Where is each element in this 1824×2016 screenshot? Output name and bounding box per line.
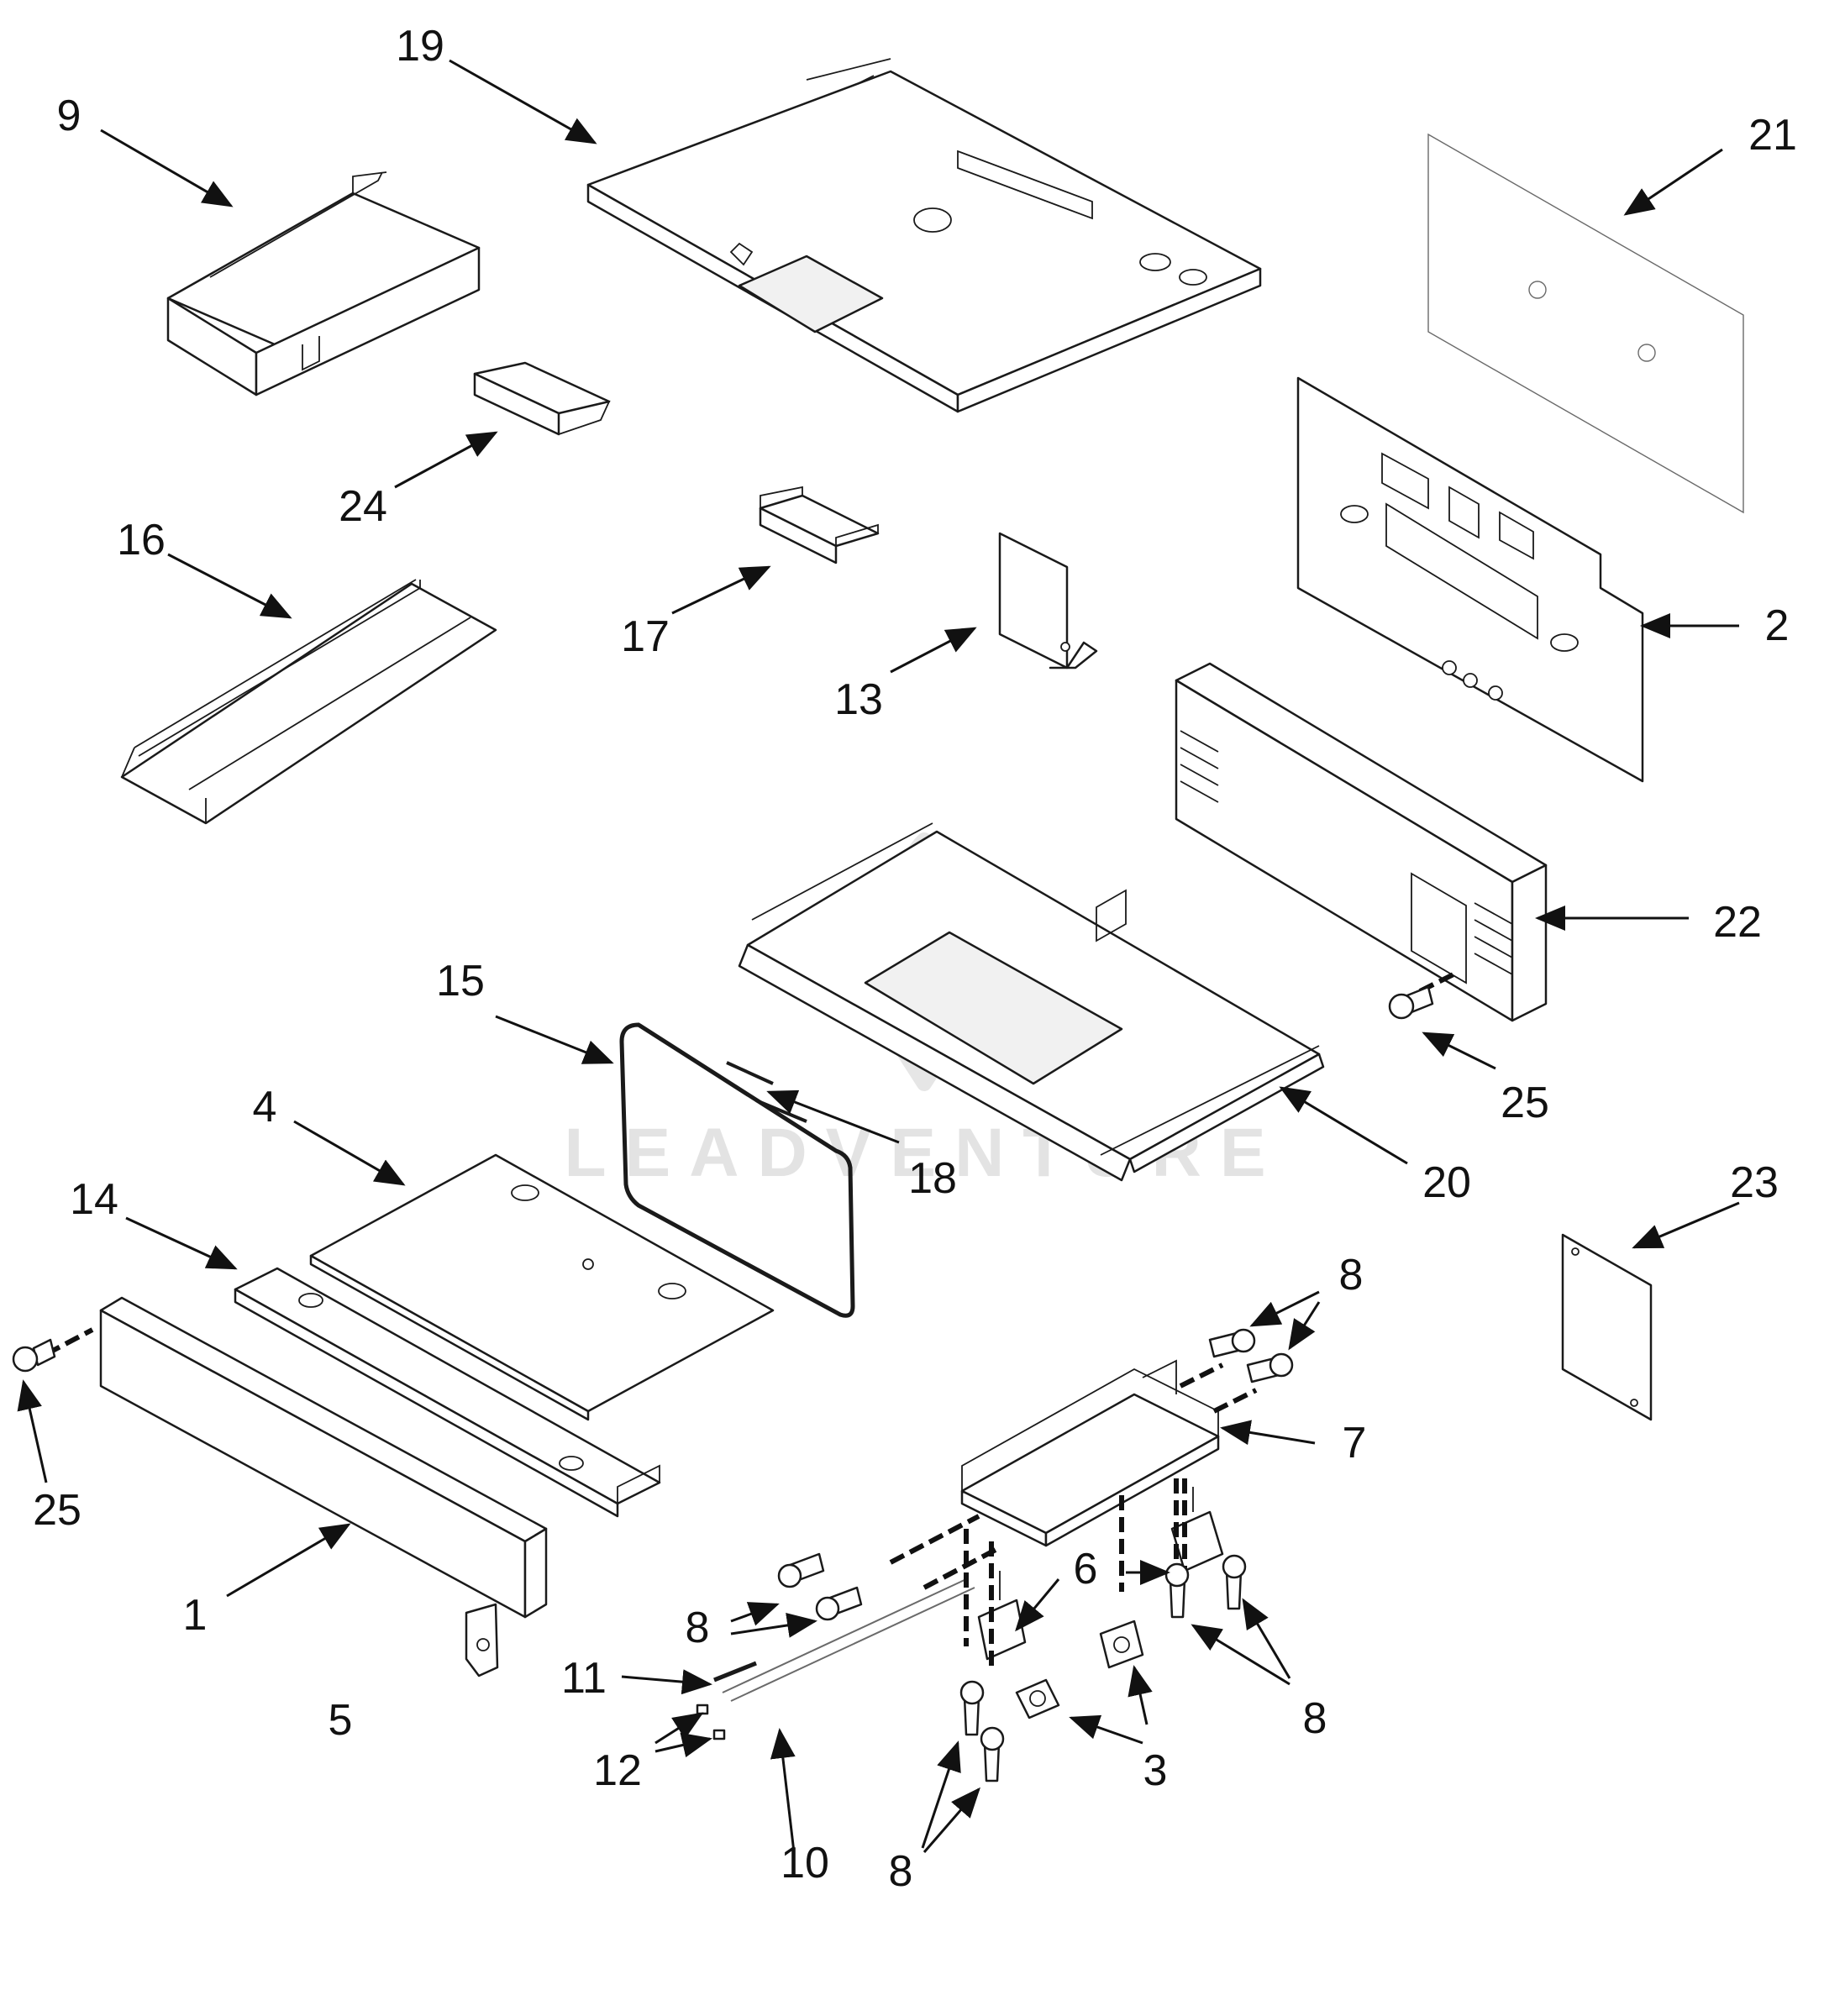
callout-24: 24 [339, 482, 387, 531]
callout-8-left: 8 [686, 1604, 710, 1652]
part-24-bracket [473, 361, 611, 436]
part-2-rear-panel [1296, 376, 1644, 783]
callout-19: 19 [396, 22, 444, 71]
part-21-back-panel [1427, 133, 1744, 514]
part-22-base-box [1175, 662, 1548, 1022]
part-20-tray [738, 822, 1325, 1182]
callout-14: 14 [70, 1175, 118, 1224]
callout-8-bottom: 8 [889, 1847, 913, 1896]
part-11-tube-fitting [713, 1661, 757, 1683]
callout-9: 9 [57, 92, 81, 140]
callout-labels: 1 2 3 4 5 6 7 8 8 8 8 9 10 11 12 13 14 1… [33, 22, 1797, 1896]
part-6-valve-right [1170, 1487, 1224, 1572]
callout-18: 18 [908, 1154, 957, 1203]
callout-1: 1 [183, 1591, 208, 1640]
part-12-nuts [696, 1704, 726, 1740]
part-23-cover-plate [1561, 1233, 1653, 1421]
screw-8-h [980, 1726, 1005, 1782]
part-15-gasket [619, 1022, 855, 1318]
part-1-front-trim [99, 1296, 548, 1619]
callout-5: 5 [329, 1696, 353, 1745]
part-19-top-panel [586, 58, 1262, 413]
callout-2: 2 [1765, 601, 1790, 650]
screw-8-g [959, 1680, 985, 1736]
screw-8-a [777, 1552, 825, 1588]
callout-13: 13 [834, 675, 883, 724]
part-18-strips [726, 1061, 807, 1123]
screw-8-d [1246, 1352, 1294, 1383]
leader-lines [17, 59, 1740, 1853]
screw-25-right [1388, 972, 1455, 1020]
part-7-burner-box [960, 1359, 1220, 1547]
callout-23: 23 [1730, 1158, 1779, 1207]
callout-25-left: 25 [33, 1486, 81, 1535]
callout-11: 11 [561, 1654, 607, 1703]
callout-4: 4 [253, 1083, 277, 1131]
part-17-clip [759, 486, 880, 564]
part-9-trough [166, 171, 481, 396]
screw-8-f [1222, 1554, 1247, 1610]
screws-part-8 [777, 1328, 1294, 1782]
screw-8-c [1208, 1328, 1256, 1358]
callout-7: 7 [1343, 1419, 1367, 1467]
part-16-rail [120, 579, 497, 825]
callout-8-upper-right: 8 [1339, 1251, 1364, 1299]
part-3-valve-left [1015, 1678, 1060, 1719]
part-5-hinge-plate [465, 1603, 499, 1677]
callout-10: 10 [781, 1839, 829, 1887]
screw-8-e [1164, 1562, 1190, 1619]
callout-17: 17 [621, 612, 670, 661]
callout-16: 16 [117, 516, 166, 564]
callout-22: 22 [1713, 898, 1762, 947]
callout-20: 20 [1422, 1158, 1471, 1207]
callout-8-right: 8 [1303, 1694, 1327, 1743]
callout-3-lower: 3 [1143, 1746, 1168, 1795]
part-10-tube [722, 1578, 975, 1702]
part-3-valve-right [1099, 1620, 1144, 1669]
callout-12: 12 [593, 1746, 642, 1795]
part-14-rail-channel [234, 1267, 661, 1518]
callout-21: 21 [1748, 111, 1797, 160]
callout-25-right: 25 [1501, 1079, 1549, 1127]
part-4-floor-panel [309, 1153, 775, 1421]
screw-8-b [815, 1586, 863, 1621]
callout-6: 6 [1074, 1545, 1098, 1593]
part-13-upright-bracket [998, 532, 1098, 669]
screw-25-left [12, 1327, 94, 1373]
part-6-valve-center [977, 1571, 1027, 1661]
callout-15: 15 [436, 957, 485, 1005]
